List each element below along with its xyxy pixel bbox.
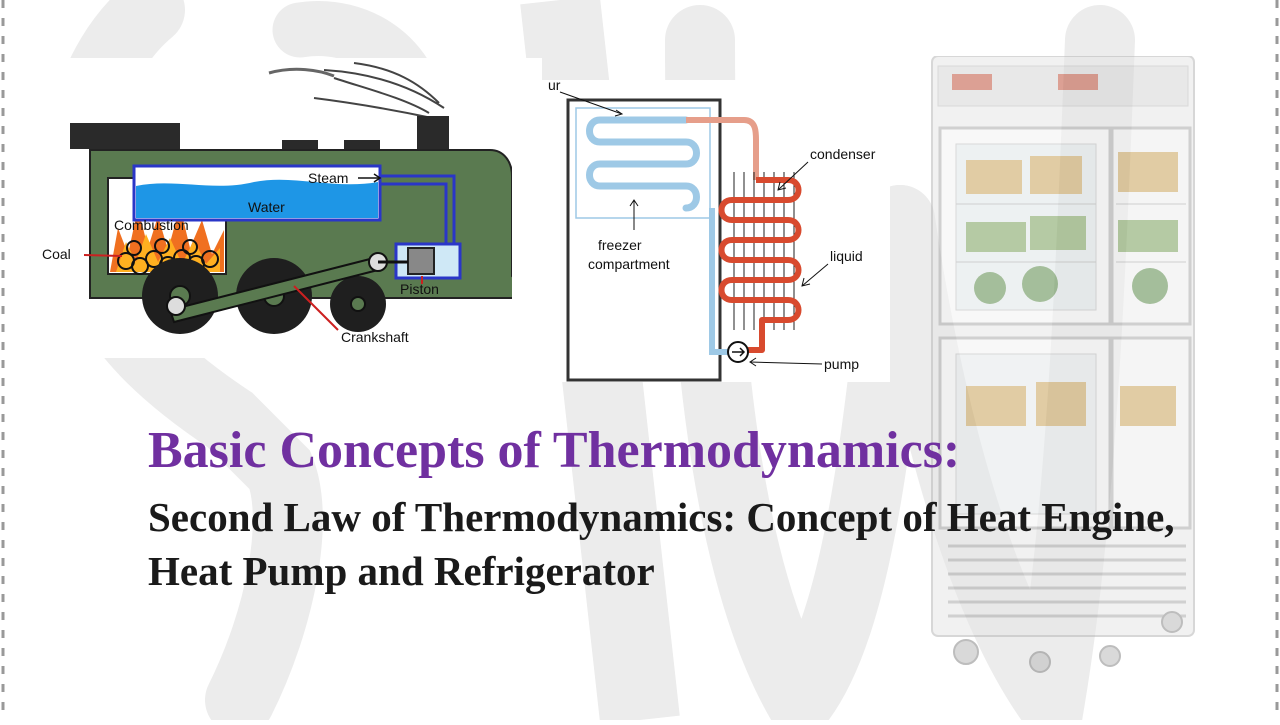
water-label: Water	[248, 199, 285, 215]
page-title: Basic Concepts of Thermodynamics:	[148, 422, 961, 479]
steam-engine-diagram: Steam Water Combustion Coal Piston Crank…	[34, 58, 542, 358]
refrigerator-photo-illustration	[931, 55, 1195, 673]
combustion-label: Combustion	[114, 217, 189, 233]
left-dashed-border	[1, 0, 5, 720]
steam-engine-illustration: Steam Water Combustion Coal Piston Crank…	[42, 62, 541, 345]
pump-label: pump	[824, 356, 859, 372]
page-subtitle: Second Law of Thermodynamics: Concept of…	[148, 494, 1175, 594]
compartment-label: compartment	[588, 256, 670, 272]
refrigerator-illustration: ur freezer compartment condenser liquid …	[548, 77, 876, 382]
refrigerator-photo	[890, 55, 1250, 720]
freezer-label: freezer	[598, 237, 642, 253]
condenser-label: condenser	[810, 146, 876, 162]
steam-label: Steam	[308, 170, 348, 186]
evaporator-fragment-label: ur	[548, 80, 561, 93]
refrigerator-cycle-diagram: ur freezer compartment condenser liquid …	[512, 77, 890, 382]
crankshaft-label: Crankshaft	[341, 329, 409, 345]
piston-label: Piston	[400, 281, 439, 297]
liquid-label: liquid	[830, 248, 863, 264]
coal-label: Coal	[42, 246, 71, 262]
right-dashed-border	[1275, 0, 1279, 720]
